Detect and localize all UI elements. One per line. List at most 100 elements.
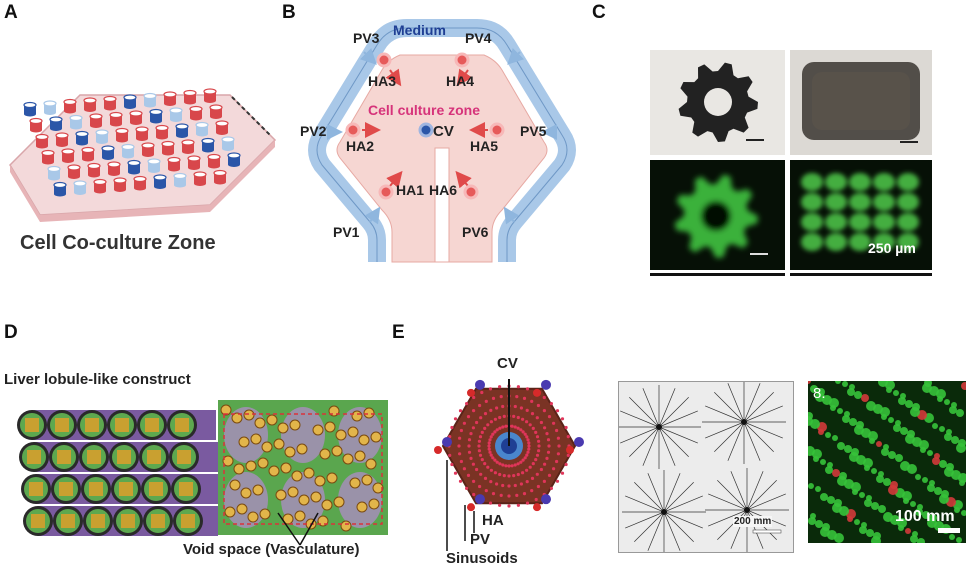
- fluorescent-cell: [859, 526, 867, 534]
- sinusoid-point: [489, 435, 493, 439]
- fluorescent-cell: [895, 454, 903, 462]
- culture-well: [193, 171, 207, 186]
- culture-well: [73, 180, 87, 195]
- sinusoid-point: [536, 403, 540, 408]
- fluorescent-cell: [944, 467, 954, 477]
- sinusoid-point: [521, 430, 525, 434]
- portal-vein-dot: [475, 494, 485, 505]
- culture-well: [173, 172, 187, 188]
- sinusoid-point: [483, 412, 488, 416]
- hepatocyte-cell: [222, 455, 234, 467]
- lobule-construct-title: Liver lobule-like construct: [4, 371, 191, 388]
- fluorescent-cell: [871, 468, 877, 474]
- network-vessel: [620, 426, 660, 444]
- fluorescent-cell: [905, 400, 913, 408]
- sinusoid-point: [472, 492, 476, 497]
- fluorescent-cell: [832, 503, 842, 513]
- hepatic-artery-dot: [566, 446, 574, 454]
- sinusoid-point: [513, 404, 517, 409]
- hepatocyte-cell: [370, 431, 382, 443]
- stack-fluorescence-image: [790, 160, 932, 270]
- culture-well: [107, 161, 121, 176]
- fluorescent-cell: [854, 519, 860, 525]
- sinusoid-point: [502, 474, 506, 478]
- network-vessel: [634, 482, 665, 513]
- hepatocyte-cell: [349, 477, 361, 489]
- sinusoid-point: [478, 484, 482, 489]
- sinusoid-point: [477, 449, 481, 453]
- sinusoid-point: [465, 402, 469, 406]
- sinusoid-point: [498, 503, 502, 507]
- sinusoid-point: [525, 420, 529, 424]
- microfluidic-chip-diagram: [308, 19, 576, 263]
- fluorescent-cell: [864, 465, 870, 471]
- sinusoid-point: [543, 462, 547, 466]
- hepatocyte-cell: [277, 422, 289, 434]
- hepatocyte-cell: [229, 479, 241, 491]
- sinusoid-point: [539, 420, 543, 425]
- fluorescent-cell: [825, 432, 831, 438]
- culture-well: [49, 116, 63, 131]
- culture-well: [167, 156, 181, 172]
- fluorescent-cell: [888, 451, 896, 459]
- sinusoid-point: [566, 435, 570, 439]
- fluorescent-cell: [910, 535, 918, 543]
- fluorescent-cell: [893, 390, 899, 396]
- fluorescent-unit: [873, 233, 895, 251]
- hepatocyte-cell: [280, 462, 292, 474]
- sinusoid-point: [516, 503, 520, 507]
- sinusoid-point: [513, 463, 517, 467]
- network-vessel: [708, 493, 748, 511]
- fluorescent-cell: [861, 394, 869, 402]
- sinusoid-point: [545, 456, 549, 460]
- hepatocyte-cell: [224, 506, 236, 518]
- fluorescent-cell: [915, 474, 921, 480]
- network-vessel: [746, 493, 786, 511]
- hepatocyte-cell: [335, 429, 347, 441]
- fluorescent-cell: [905, 434, 915, 444]
- sinusoid-point: [536, 484, 540, 489]
- hepatocyte-cell: [314, 475, 326, 487]
- sinusoid-point: [480, 390, 484, 395]
- fluorescent-unit: [801, 233, 823, 251]
- sinusoid-point: [462, 421, 466, 425]
- sinusoid-point: [526, 450, 530, 454]
- fluorescent-cell: [959, 480, 965, 486]
- lobule-void-ring: [338, 407, 382, 463]
- sinusoid-point: [453, 471, 458, 475]
- sinusoid-point: [513, 425, 517, 429]
- fluorescent-unit: [849, 173, 871, 191]
- network-vessel: [717, 509, 748, 540]
- sinusoid-point: [547, 415, 552, 419]
- network-vessel: [743, 383, 761, 423]
- sinusoid-point: [521, 417, 525, 421]
- fluorescent-cell: [961, 382, 966, 390]
- sinusoid-point: [552, 421, 556, 425]
- fluorescent-cell: [878, 505, 886, 513]
- hepatocyte-cell: [266, 414, 278, 426]
- culture-well: [61, 148, 75, 163]
- divider-line: [790, 273, 932, 276]
- panel-letter-a: A: [4, 2, 18, 23]
- hepatocyte-cell: [291, 470, 303, 482]
- sinusoid-point: [515, 493, 519, 497]
- hepatocyte-cell: [356, 501, 368, 513]
- sinusoid-point: [555, 479, 560, 483]
- portal-vein-dot: [541, 494, 551, 505]
- sinusoid-point: [555, 409, 560, 413]
- pv3-label: PV3: [353, 30, 380, 46]
- sinusoid-point: [471, 462, 475, 466]
- network-vessel: [746, 480, 777, 511]
- lobule-cylinder: [171, 474, 218, 504]
- fluorescent-cell: [810, 385, 818, 393]
- sinusoid-point: [493, 458, 497, 462]
- lobule-cylinder: [169, 442, 218, 472]
- ha5-label: HA5: [470, 138, 499, 154]
- hepatocyte-cell: [365, 458, 377, 470]
- culture-well: [207, 153, 221, 169]
- fluorescent-cell: [808, 483, 814, 489]
- fluorescent-cell: [869, 438, 875, 444]
- sinusoid-point: [495, 406, 499, 410]
- network-hub: [656, 424, 662, 430]
- scale-bar-200-label: 200 mm: [733, 516, 773, 527]
